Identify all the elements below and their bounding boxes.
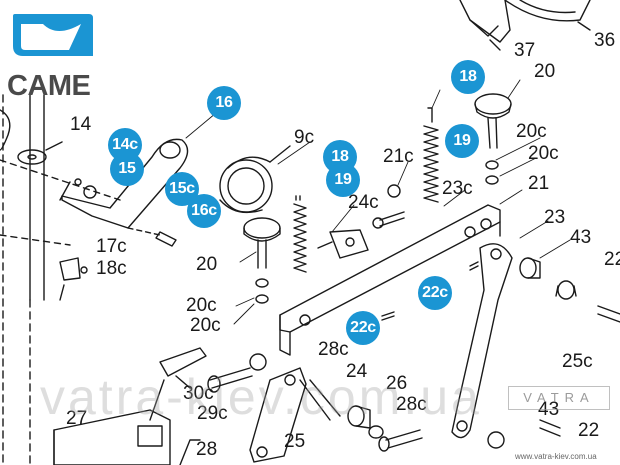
- part-label-25: 25: [284, 431, 306, 452]
- bottom-brackets: [53, 347, 207, 465]
- part-label-20-left: 20: [196, 254, 218, 275]
- badge-14c: 14c: [108, 128, 142, 162]
- badge-19-right: 19: [445, 124, 479, 158]
- badge-18-right: 18: [451, 60, 485, 94]
- part-label-22-bottom: 22: [578, 420, 600, 441]
- top-parts: [459, 0, 591, 51]
- part-label-23c: 23c: [442, 178, 473, 199]
- watermark-site: www.vatra-kiev.com.ua: [515, 452, 597, 461]
- part-label-17c: 17c: [96, 236, 127, 257]
- badge-16c: 16c: [187, 194, 221, 228]
- pin-and-bush: [347, 405, 423, 452]
- watermark-stamp: VATRA: [508, 386, 610, 410]
- left-frame: [0, 94, 121, 465]
- part-label-20c-d: 20c: [528, 143, 559, 164]
- part-label-21c: 21c: [383, 146, 414, 167]
- link-25: [249, 367, 341, 463]
- part-label-24: 24: [346, 361, 368, 382]
- part-label-18c: 18c: [96, 258, 127, 279]
- part-label-20c-b: 20c: [190, 315, 221, 336]
- washer-14: [17, 141, 63, 165]
- bolts-left: [207, 353, 267, 393]
- part-label-20-right: 20: [534, 61, 556, 82]
- badge-19-left: 19: [326, 163, 360, 197]
- lever: [59, 138, 189, 236]
- part-label-37: 37: [514, 40, 536, 61]
- rocker-arm: [451, 243, 513, 439]
- part-label-28c-a: 28c: [318, 339, 349, 360]
- part-label-29c: 29c: [197, 403, 228, 424]
- part-label-43-top: 43: [570, 227, 592, 248]
- mounting-plate: [279, 204, 501, 356]
- part-label-24c: 24c: [348, 192, 379, 213]
- part-label-20c-a: 20c: [186, 295, 217, 316]
- part-label-23: 23: [544, 207, 566, 228]
- part-label-27: 27: [66, 408, 88, 429]
- part-label-25c: 25c: [562, 351, 593, 372]
- came-logo-mark: [13, 14, 93, 56]
- came-logo-text: CAME: [7, 70, 91, 102]
- part-label-9c: 9c: [294, 127, 315, 148]
- knob-assembly-left: [243, 195, 307, 304]
- bearing-9c: [219, 145, 291, 214]
- badge-22c-right: 22c: [418, 276, 452, 310]
- clip-and-pin: [59, 231, 177, 301]
- part-label-21: 21: [528, 173, 550, 194]
- part-label-28: 28: [196, 439, 218, 460]
- bushings: [487, 257, 620, 449]
- part-label-26: 26: [386, 373, 408, 394]
- screws: [317, 184, 479, 321]
- leader-lines: [185, 79, 571, 325]
- part-label-36: 36: [594, 30, 616, 51]
- came-logo: CAME: [7, 10, 97, 102]
- badge-16: 16: [207, 86, 241, 120]
- part-label-14: 14: [70, 114, 92, 135]
- part-label-22-top: 22: [604, 249, 620, 270]
- watermark-text: vatra-kiev.com.ua: [40, 369, 482, 425]
- badge-22c-left: 22c: [346, 311, 380, 345]
- part-label-20c-c: 20c: [516, 121, 547, 142]
- part-label-28c-b: 28c: [396, 394, 427, 415]
- part-label-30c: 30c: [183, 383, 214, 404]
